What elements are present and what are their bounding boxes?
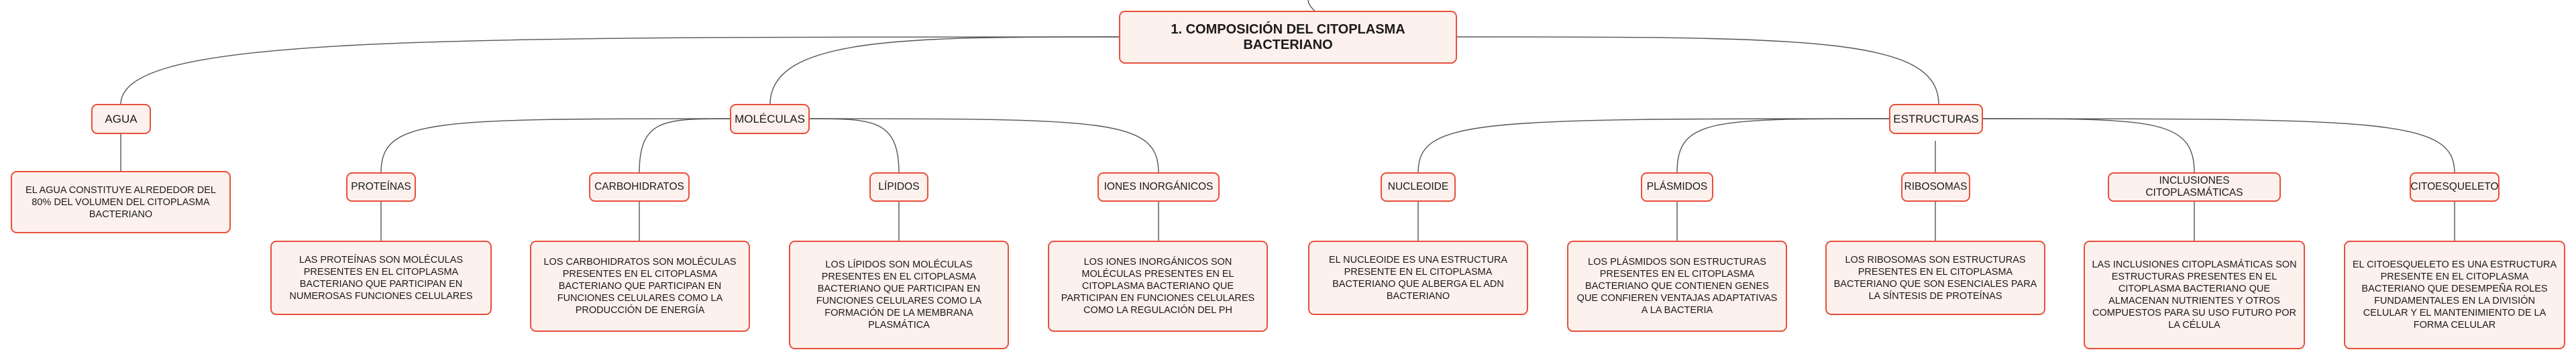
node-iones-inorganicos[interactable]: IONES INORGÁNICOS	[1097, 172, 1220, 202]
desc-citoesqueleto[interactable]: EL CITOESQUELETO ES UNA ESTRUCTURA PRESE…	[2344, 241, 2565, 349]
node-lipidos-label: LÍPIDOS	[878, 181, 920, 192]
edge-estructuras-nucleoide	[1417, 118, 1891, 174]
root-node[interactable]: 1. COMPOSICIÓN DEL CITOPLASMA BACTERIANO	[1119, 11, 1457, 64]
desc-inclusiones-text: LAS INCLUSIONES CITOPLASMÁTICAS SON ESTR…	[2092, 259, 2297, 331]
desc-iones-inorganicos[interactable]: LOS IONES INORGÁNICOS SON MOLÉCULAS PRES…	[1048, 241, 1268, 332]
desc-carbohidratos[interactable]: LOS CARBOHIDRATOS SON MOLÉCULAS PRESENTE…	[530, 241, 750, 332]
node-agua[interactable]: AGUA	[91, 104, 151, 134]
node-inclusiones-label: INCLUSIONES CITOPLASMÁTICAS	[2145, 175, 2243, 198]
node-proteinas-label: PROTEÍNAS	[351, 181, 411, 192]
desc-citoesqueleto-text: EL CITOESQUELETO ES UNA ESTRUCTURA PRESE…	[2352, 259, 2557, 331]
edge-moleculas-proteinas	[380, 118, 732, 174]
desc-iones-text: LOS IONES INORGÁNICOS SON MOLÉCULAS PRES…	[1061, 257, 1255, 316]
edge-moleculas-lipidos	[808, 118, 900, 174]
edge-estructuras-citoesqueleto	[1982, 118, 2455, 174]
node-ribosomas-label: RIBOSOMAS	[1904, 181, 1968, 192]
node-nucleoide[interactable]: NUCLEOIDE	[1381, 172, 1456, 202]
node-plasmidos[interactable]: PLÁSMIDOS	[1641, 172, 1713, 202]
node-citoesqueleto-label: CITOESQUELETO	[2410, 181, 2499, 192]
desc-proteinas-text: LAS PROTEÍNAS SON MOLÉCULAS PRESENTES EN…	[289, 254, 473, 302]
node-iones-label: IONES INORGÁNICOS	[1104, 181, 1214, 192]
desc-agua-text: EL AGUA CONSTITUYE ALREDEDOR DEL 80% DEL…	[25, 184, 216, 220]
desc-agua[interactable]: EL AGUA CONSTITUYE ALREDEDOR DEL 80% DEL…	[11, 171, 231, 233]
desc-plasmidos-text: LOS PLÁSMIDOS SON ESTRUCTURAS PRESENTES …	[1576, 257, 1778, 316]
edge-moleculas-iones	[808, 118, 1159, 174]
desc-lipidos[interactable]: LOS LÍPIDOS SON MOLÉCULAS PRESENTES EN E…	[789, 241, 1009, 349]
edge-estructuras-inclusiones	[1982, 118, 2195, 174]
desc-ribosomas-text: LOS RIBOSOMAS SON ESTRUCTURAS PRESENTES …	[1833, 254, 2037, 302]
node-citoesqueleto[interactable]: CITOESQUELETO	[2410, 172, 2500, 202]
node-estructuras[interactable]: ESTRUCTURAS	[1889, 104, 1983, 134]
edge-root-agua	[120, 36, 1121, 105]
desc-nucleoide-text: EL NUCLEOIDE ES UNA ESTRUCTURA PRESENTE …	[1328, 254, 1508, 302]
desc-lipidos-text: LOS LÍPIDOS SON MOLÉCULAS PRESENTES EN E…	[816, 259, 982, 331]
root-label: 1. COMPOSICIÓN DEL CITOPLASMA BACTERIANO	[1171, 21, 1405, 52]
node-moleculas[interactable]: MOLÉCULAS	[730, 104, 810, 134]
desc-carbohidratos-text: LOS CARBOHIDRATOS SON MOLÉCULAS PRESENTE…	[543, 257, 737, 316]
node-ribosomas[interactable]: RIBOSOMAS	[1901, 172, 1970, 202]
edge-moleculas-carbohidratos	[639, 118, 732, 174]
edge-root-estructuras	[1455, 36, 1939, 105]
edge-root-moleculas	[769, 36, 1121, 105]
edge-estructuras-plasmidos	[1676, 118, 1891, 174]
node-moleculas-label: MOLÉCULAS	[735, 112, 805, 125]
desc-ribosomas[interactable]: LOS RIBOSOMAS SON ESTRUCTURAS PRESENTES …	[1825, 241, 2045, 315]
node-estructuras-label: ESTRUCTURAS	[1893, 112, 1979, 125]
desc-proteinas[interactable]: LAS PROTEÍNAS SON MOLÉCULAS PRESENTES EN…	[270, 241, 492, 315]
node-inclusiones-citoplasmaticas[interactable]: INCLUSIONES CITOPLASMÁTICAS	[2108, 172, 2281, 202]
node-carbohidratos[interactable]: CARBOHIDRATOS	[589, 172, 690, 202]
node-nucleoide-label: NUCLEOIDE	[1387, 181, 1449, 192]
desc-nucleoide[interactable]: EL NUCLEOIDE ES UNA ESTRUCTURA PRESENTE …	[1308, 241, 1528, 315]
node-lipidos[interactable]: LÍPIDOS	[869, 172, 928, 202]
node-carbohidratos-label: CARBOHIDRATOS	[594, 181, 684, 192]
node-plasmidos-label: PLÁSMIDOS	[1646, 181, 1708, 192]
desc-inclusiones-citoplasmaticas[interactable]: LAS INCLUSIONES CITOPLASMÁTICAS SON ESTR…	[2084, 241, 2305, 349]
node-agua-label: AGUA	[105, 112, 138, 125]
desc-plasmidos[interactable]: LOS PLÁSMIDOS SON ESTRUCTURAS PRESENTES …	[1567, 241, 1787, 332]
node-proteinas[interactable]: PROTEÍNAS	[346, 172, 416, 202]
